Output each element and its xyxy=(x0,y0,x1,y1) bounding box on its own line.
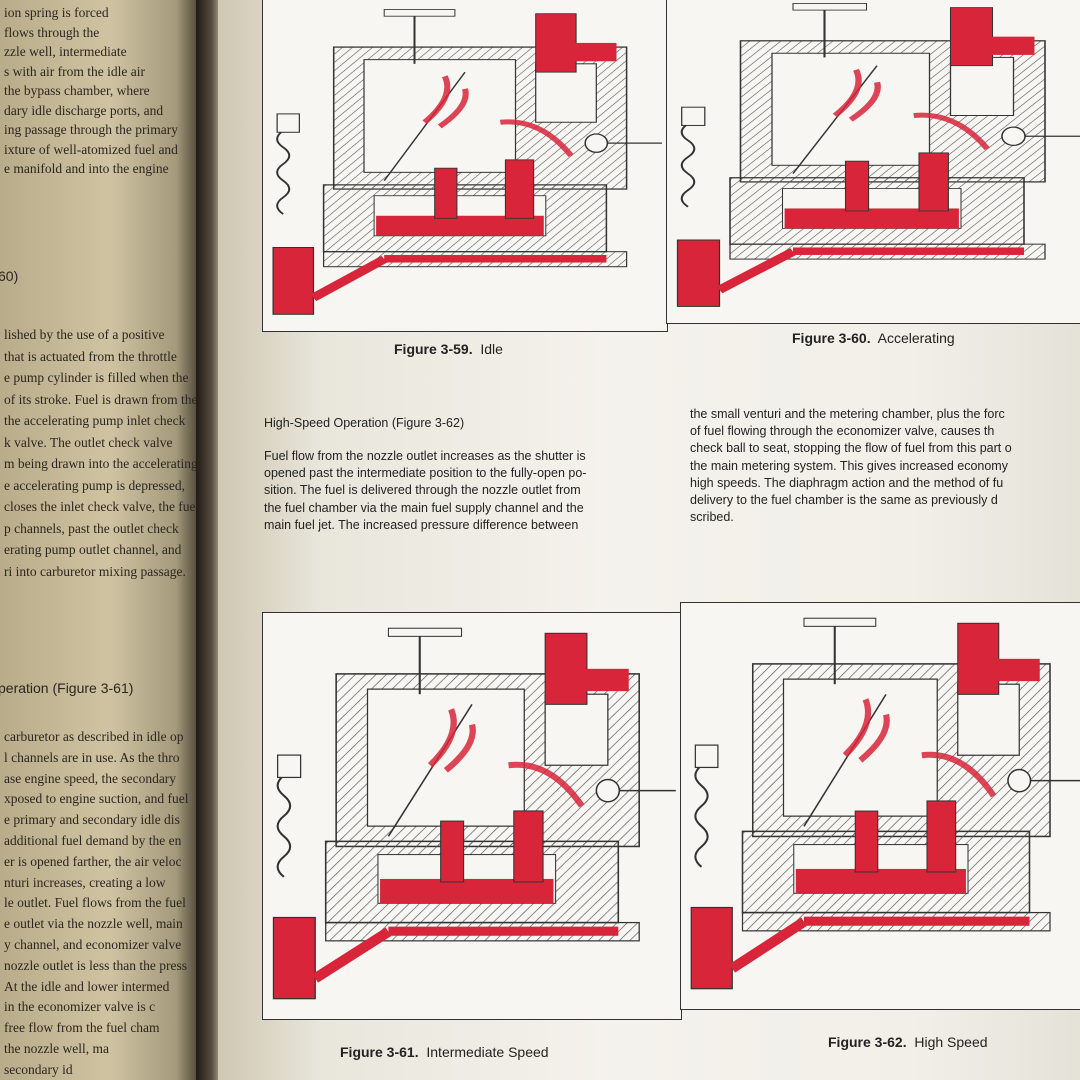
text-line: e manifold and into the engine xyxy=(4,161,169,176)
text-line: e pump cylinder is filled when the xyxy=(4,370,189,385)
text-line: ing passage through the primary xyxy=(4,122,178,137)
text-line: ion spring is forced xyxy=(4,5,109,20)
text-line: l channels are in use. As the thro xyxy=(4,749,180,765)
section-heading: High-Speed Operation (Figure 3-62) xyxy=(264,416,465,430)
text-line: ase engine speed, the secondary xyxy=(4,770,177,786)
figure-3-60-caption: Figure 3-60. Accelerating xyxy=(792,330,955,346)
text-line: additional fuel demand by the en xyxy=(4,833,182,848)
text-line: dary idle discharge ports, and xyxy=(4,102,164,118)
text-line: opened past the intermediate position to… xyxy=(264,466,587,481)
text-line: scribed. xyxy=(690,510,734,525)
text-line: le outlet. Fuel flows from the fuel xyxy=(4,895,186,911)
figure-3-59-title: Idle xyxy=(480,341,503,357)
carburetor-diagram-high-speed xyxy=(690,617,1080,990)
figure-3-60-illustration xyxy=(666,0,1080,324)
figure-3-60-number: Figure 3-60. xyxy=(792,330,871,346)
text-line: the nozzle well, ma xyxy=(4,1041,109,1056)
text-line: ri into carburetor mixing passage. xyxy=(4,563,186,579)
text-line: closes the inlet check valve, the fuel xyxy=(4,499,200,514)
text-line: Fuel flow from the nozzle outlet increas… xyxy=(264,449,586,463)
text-line: high speeds. The diaphragm action and th… xyxy=(690,475,1004,490)
text-line: m being drawn into the accelerating xyxy=(4,456,198,471)
figure-3-60-title: Accelerating xyxy=(877,330,955,346)
text-line: e accelerating pump is depressed, xyxy=(4,477,186,493)
figure-3-61-caption: Figure 3-61. Intermediate Speed xyxy=(340,1044,549,1060)
left-page-heading-2: peration (Figure 3-61) xyxy=(0,680,134,696)
left-page-heading-1: 60) xyxy=(0,268,19,284)
text-line: secondary id xyxy=(4,1061,73,1077)
figure-3-61-number: Figure 3-61. xyxy=(340,1044,419,1060)
carburetor-diagram-idle xyxy=(272,9,662,315)
text-line: flows through the xyxy=(4,24,100,40)
text-line: nozzle outlet is less than the press xyxy=(4,957,187,973)
figure-3-62-illustration xyxy=(680,602,1080,1010)
text-line: ixture of well-atomized fuel and xyxy=(4,141,178,157)
text-line: in the economizer valve is c xyxy=(4,999,156,1015)
text-line: xposed to engine suction, and fuel xyxy=(4,791,189,807)
text-line: erating pump outlet channel, and xyxy=(4,542,182,557)
carburetor-diagram-intermediate xyxy=(272,627,676,1000)
text-line: y channel, and economizer valve xyxy=(4,937,182,952)
text-line: the main metering system. This gives inc… xyxy=(690,458,1008,473)
text-line: the accelerating pump inlet check xyxy=(4,413,186,428)
text-line: sition. The fuel is delivered through th… xyxy=(264,483,581,498)
figure-3-62-caption: Figure 3-62. High Speed xyxy=(828,1034,988,1050)
text-line: the bypass chamber, where xyxy=(4,83,150,98)
text-line: main fuel jet. The increased pressure di… xyxy=(264,517,579,532)
right-page: Figure 3-59. Idle Figure 3-60. Accelerat… xyxy=(218,0,1080,1080)
book-gutter xyxy=(196,0,222,1080)
text-line: zzle well, intermediate xyxy=(4,44,127,59)
text-line: that is actuated from the throttle xyxy=(4,348,177,364)
text-line: of its stroke. Fuel is drawn from the xyxy=(4,391,198,407)
text-line: p channels, past the outlet check xyxy=(4,520,179,536)
text-line: the small venturi and the metering chamb… xyxy=(690,407,1005,421)
text-line: of fuel flowing through the economizer v… xyxy=(690,424,995,439)
figure-3-59-illustration xyxy=(262,0,668,332)
left-facing-page: ion spring is forced flows through the zzl… xyxy=(0,0,200,1080)
figure-3-59-caption: Figure 3-59. Idle xyxy=(394,341,503,357)
figure-3-61-title: Intermediate Speed xyxy=(426,1044,549,1060)
text-line: nturi increases, creating a low xyxy=(4,874,166,890)
figure-3-59-number: Figure 3-59. xyxy=(394,341,473,357)
text-line: free flow from the fuel cham xyxy=(4,1020,160,1036)
text-line: delivery to the fuel chamber is the same… xyxy=(690,493,998,507)
text-line: the fuel chamber via the main fuel suppl… xyxy=(264,500,584,515)
figure-3-62-number: Figure 3-62. xyxy=(828,1034,907,1050)
text-line: k valve. The outlet check valve xyxy=(4,434,173,450)
text-line: At the idle and lower intermed xyxy=(4,978,170,994)
text-line: lished by the use of a positive xyxy=(4,327,165,342)
text-line: s with air from the idle air xyxy=(4,63,145,79)
text-line: carburetor as described in idle op xyxy=(4,729,184,744)
text-line: er is opened farther, the air veloc xyxy=(4,853,182,869)
text-line: e primary and secondary idle dis xyxy=(4,812,180,828)
carburetor-diagram-accelerating xyxy=(676,3,1080,307)
figure-3-61-illustration xyxy=(262,612,682,1020)
text-line: e outlet via the nozzle well, main xyxy=(4,916,183,932)
text-line: check ball to seat, stopping the flow of… xyxy=(690,441,1012,456)
figure-3-62-title: High Speed xyxy=(914,1034,988,1050)
